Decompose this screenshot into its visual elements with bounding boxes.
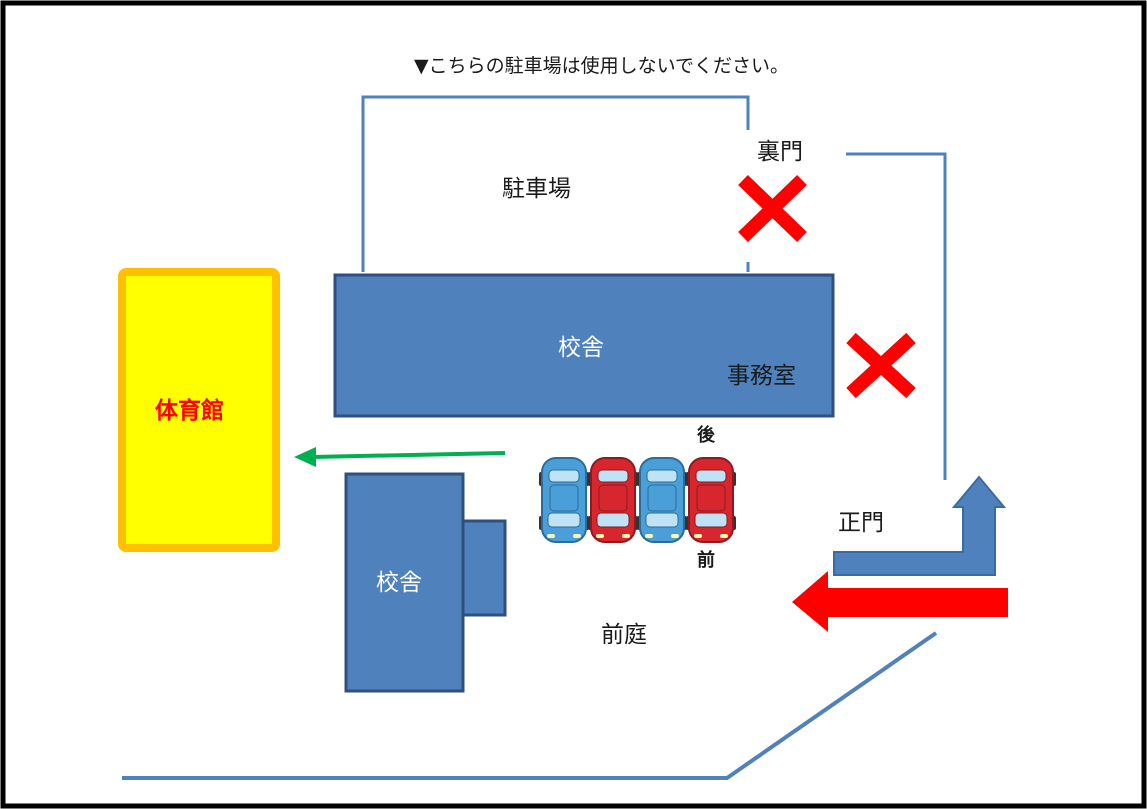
car-icon: [686, 457, 736, 543]
cross-mark-icon: [846, 332, 916, 399]
office-label: 事務室: [727, 363, 796, 389]
gymnasium-label: 体育館: [155, 398, 224, 424]
road-line: [122, 631, 938, 780]
cars-group: [539, 457, 736, 543]
car-front-label: 前: [697, 550, 715, 571]
car-icon: [588, 457, 638, 543]
parking-notice: ▼こちらの駐車場は使用しないでください。: [414, 55, 790, 77]
back-road-line: [846, 152, 947, 480]
school-building-main: [333, 273, 835, 418]
walk-arrow-icon: [294, 447, 506, 467]
main-gate-label: 正門: [838, 510, 884, 536]
parking-lot-outline: [361, 95, 750, 272]
school-building-annex-label: 校舎: [376, 570, 422, 596]
back-gate-label: 裏門: [757, 139, 803, 165]
front-yard-label: 前庭: [601, 622, 647, 648]
cross-mark-icon: [738, 174, 807, 243]
car-rear-label: 後: [697, 425, 715, 446]
car-icon: [637, 457, 687, 543]
parking-lot-label: 駐車場: [502, 176, 571, 202]
entry-arrow-icon: [792, 571, 1008, 632]
route-arrow-icon: [833, 475, 1007, 576]
gymnasium: [118, 268, 280, 552]
school-building-annex-wing: [461, 519, 507, 617]
car-icon: [539, 457, 589, 543]
school-building-main-label: 校舎: [558, 335, 604, 361]
